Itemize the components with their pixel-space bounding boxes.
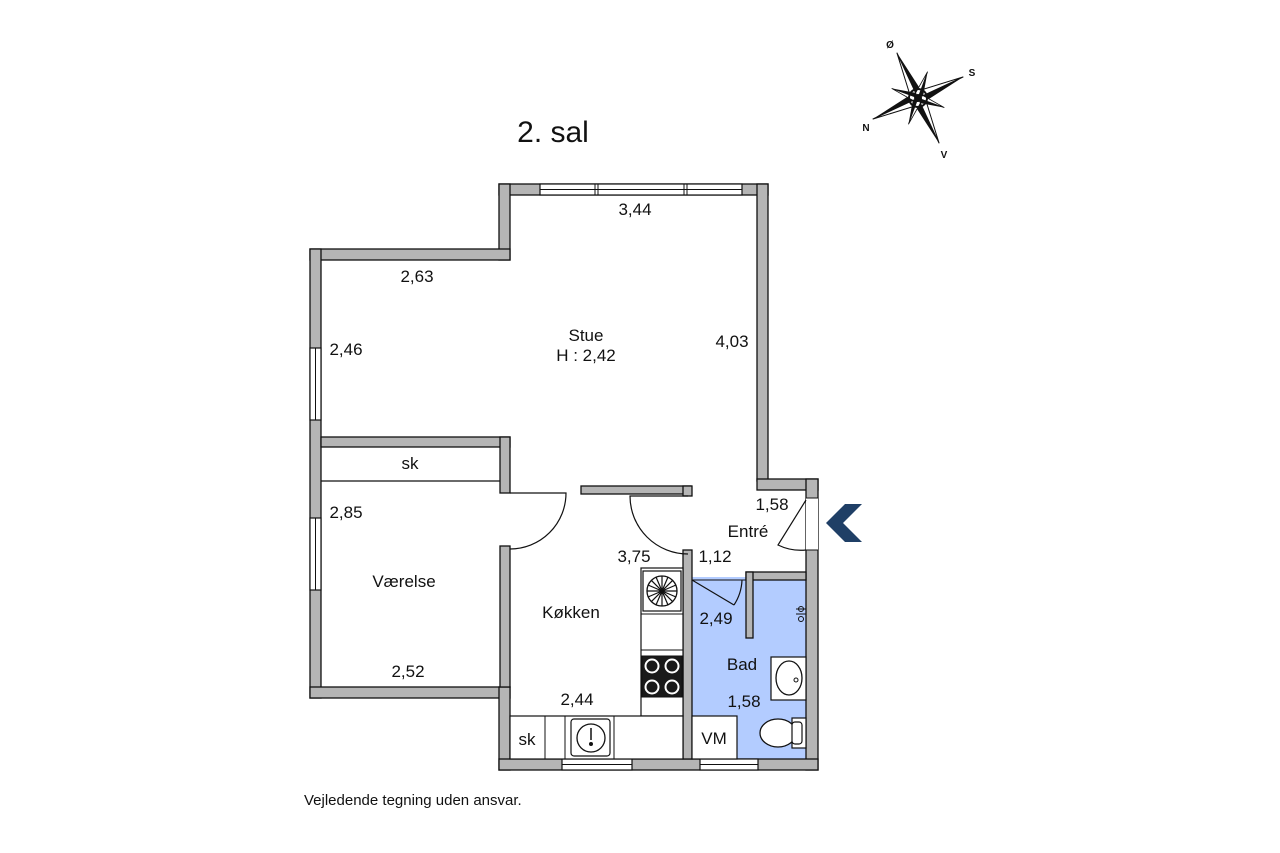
hob-icon: [641, 655, 683, 698]
shower-icon: [796, 606, 806, 622]
room-label-stue: Stue: [569, 326, 604, 345]
compass-rose-icon: [872, 52, 964, 144]
disclaimer: Vejledende tegning uden ansvar.: [304, 792, 522, 809]
room-label-kokken: Køkken: [542, 603, 600, 622]
dim-entre-top: 1,58: [755, 495, 788, 514]
dim-bad-bottom: 1,58: [727, 692, 760, 711]
toilet-icon: [759, 717, 807, 749]
sink-icon: [570, 718, 611, 757]
dim-bad-left: 2,49: [699, 609, 732, 628]
compass-letter-east: Ø: [886, 40, 894, 51]
room-height-stue: H : 2,42: [556, 346, 616, 365]
fan-icon: [642, 570, 682, 612]
washing-machine: VM: [691, 715, 738, 760]
room-label-vaerelse: Værelse: [372, 572, 435, 591]
dimension-labels: 3,44 2,63 2,46 4,03 2,85 2,52 3,75 2,44 …: [329, 200, 788, 711]
dim-kokken-right: 3,75: [617, 547, 650, 566]
compass-letter-south: S: [969, 68, 976, 79]
windows: [309, 183, 818, 771]
closet-label-vaerelse: sk: [402, 454, 420, 473]
closet-label-kokken: sk: [519, 730, 537, 749]
compass-letter-north: N: [862, 123, 869, 134]
dim-vaerelse-bottom: 2,52: [391, 662, 424, 681]
dim-stue-top: 3,44: [618, 200, 651, 219]
dim-entre-left: 1,12: [698, 547, 731, 566]
entrance-arrow-icon: [826, 504, 862, 542]
floor-title: 2. sal: [517, 116, 589, 149]
vm-label: VM: [701, 729, 727, 748]
doors: [509, 492, 807, 606]
room-label-entre: Entré: [728, 522, 769, 541]
compass-letter-west: V: [941, 150, 948, 161]
washbasin-icon: [770, 656, 807, 701]
dim-stue-left-top: 2,63: [400, 267, 433, 286]
bedroom-closet: sk: [321, 454, 500, 482]
dim-vaerelse-top: 2,85: [329, 503, 362, 522]
dim-stue-right: 4,03: [715, 332, 748, 351]
dim-kokken-bottom: 2,44: [560, 690, 593, 709]
dim-stue-left: 2,46: [329, 340, 362, 359]
room-label-bad: Bad: [727, 655, 757, 674]
